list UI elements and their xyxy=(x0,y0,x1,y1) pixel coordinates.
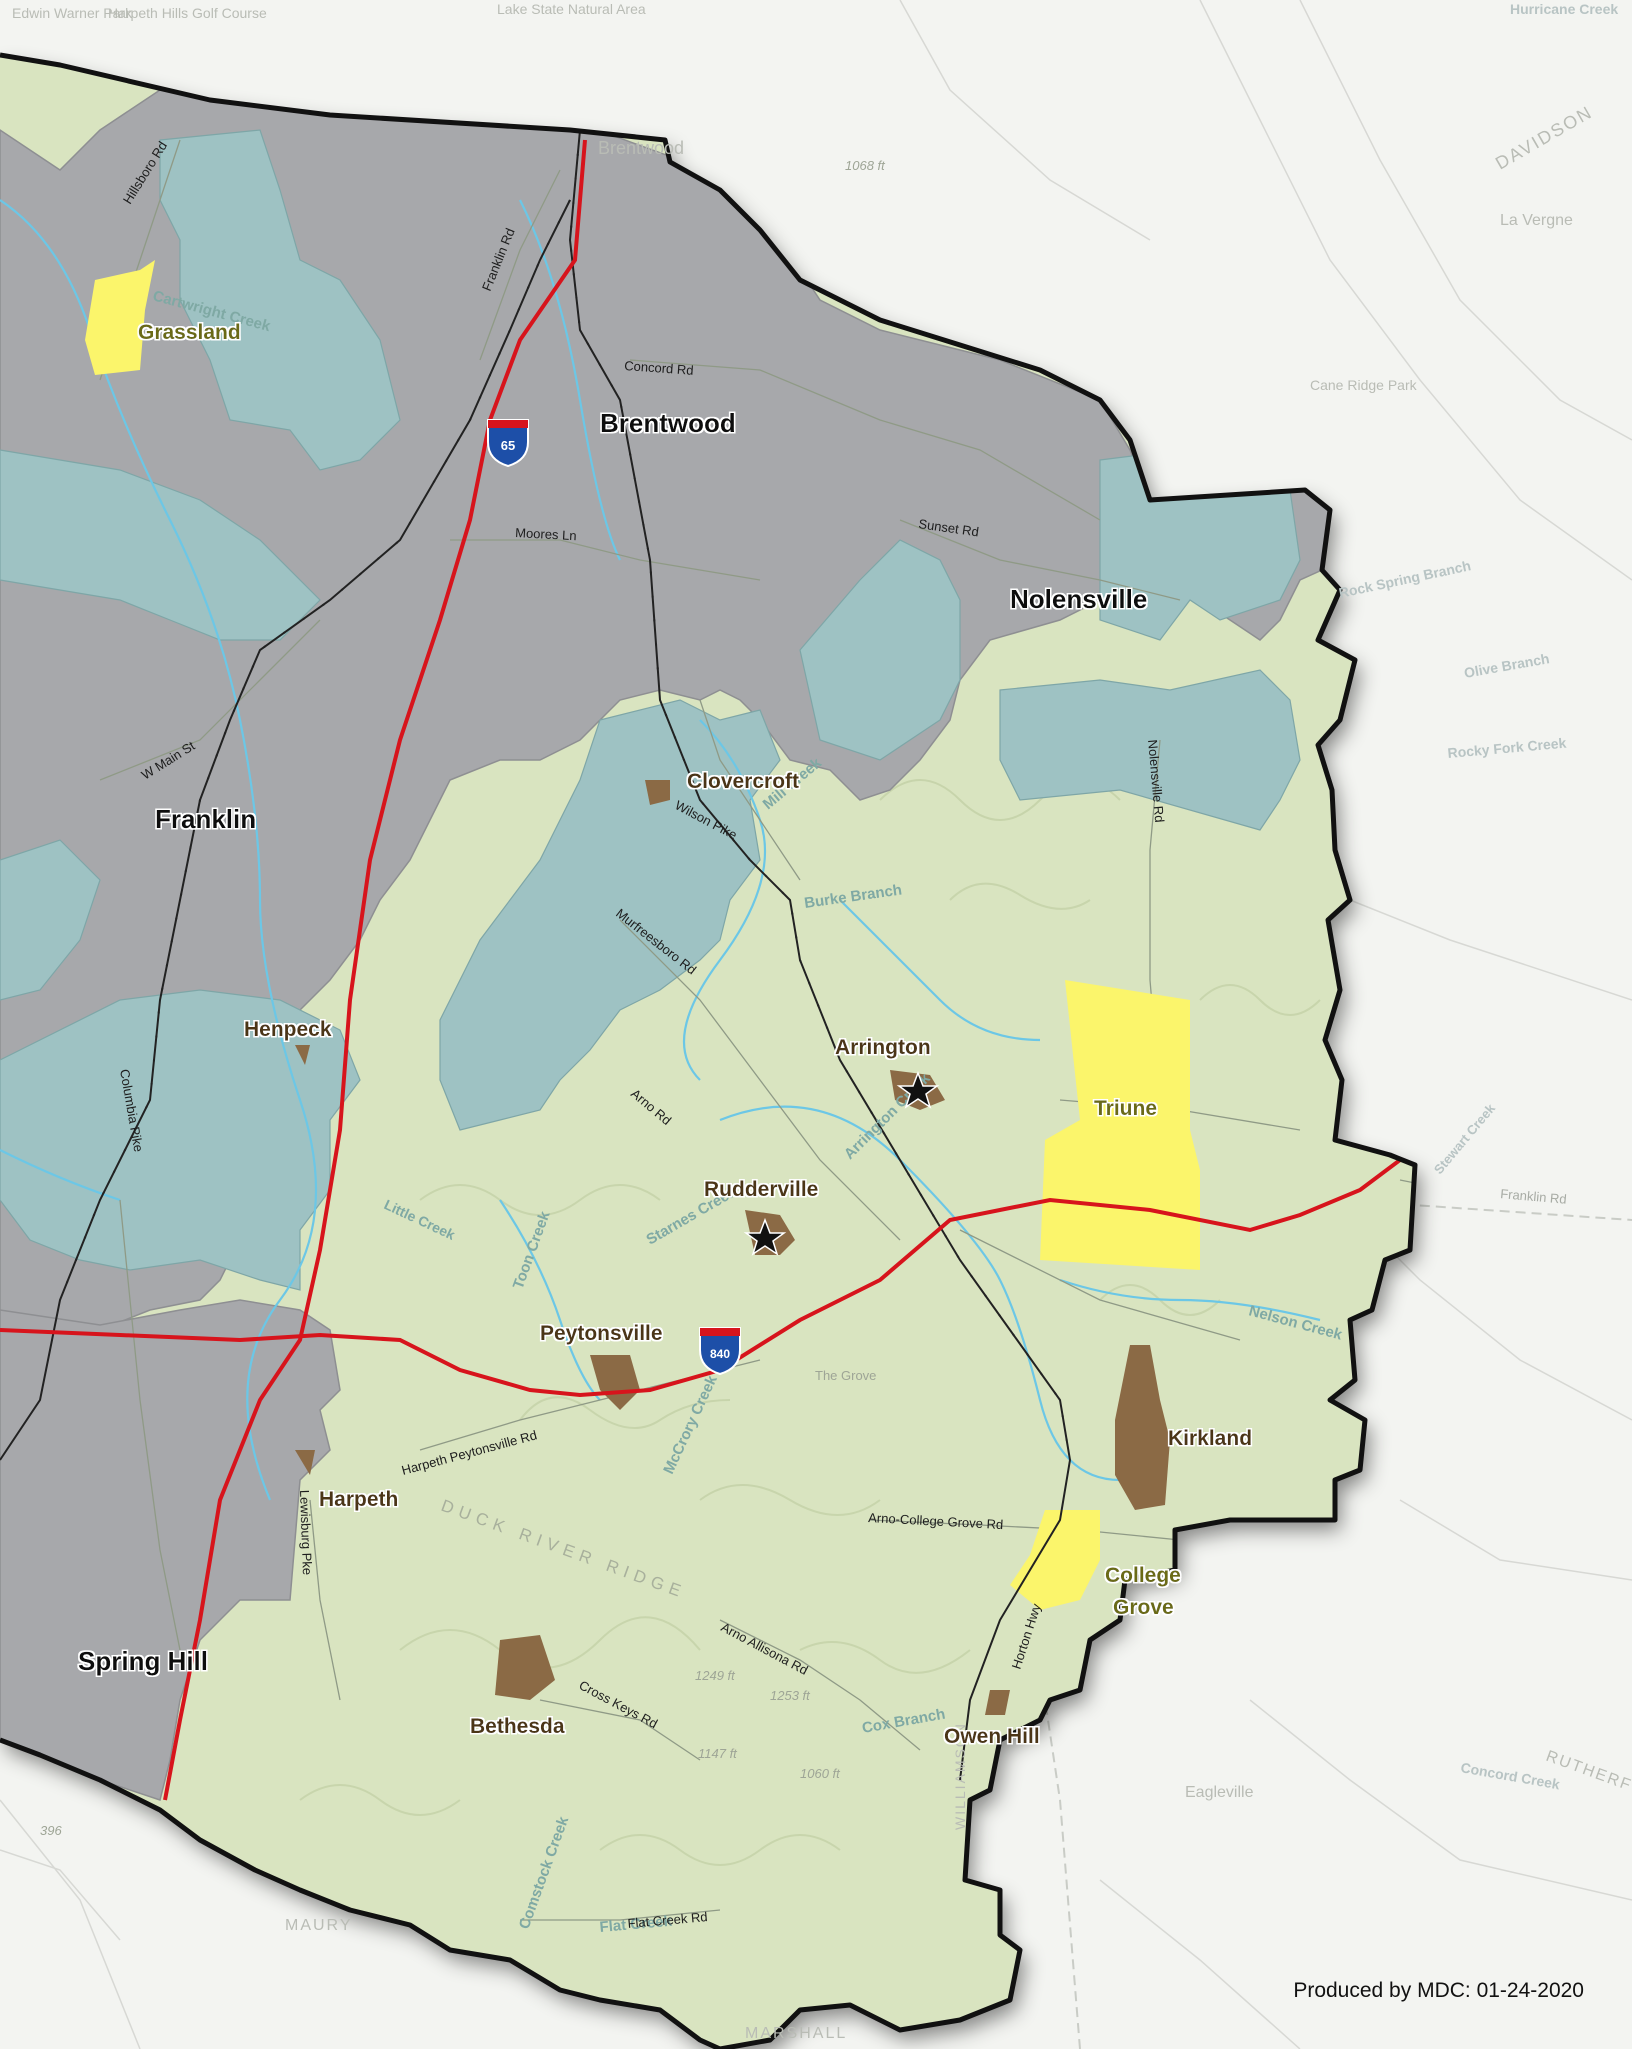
star-markers xyxy=(743,1070,940,1256)
place-label-grove: Grove xyxy=(1113,1596,1174,1619)
shield-i65: 65 xyxy=(487,419,529,468)
road-label: Moores Ln xyxy=(515,525,577,543)
hamlet-areas xyxy=(85,260,1200,1610)
center-henpeck xyxy=(295,1045,310,1065)
road-label: Lewisburg Pke xyxy=(297,1490,315,1576)
elevation-label: 1147 ft xyxy=(698,1746,738,1761)
elevation-label: 1068 ft xyxy=(845,158,886,173)
place-label-arrington: Arrington xyxy=(835,1036,931,1059)
bg-label-brentwood: Brentwood xyxy=(598,138,684,158)
road-label: Arno-College Grove Rd xyxy=(868,1510,1004,1532)
place-label-grassland: Grassland xyxy=(138,321,241,344)
place-label-peytonsville: Peytonsville xyxy=(540,1322,663,1345)
city-label-spring-hill: Spring Hill xyxy=(78,1646,208,1676)
city-area-south xyxy=(0,1299,341,1801)
center-bethesda xyxy=(495,1635,555,1700)
map-credit: Produced by MDC: 01-24-2020 xyxy=(1293,1979,1584,2002)
center-peytonsville xyxy=(590,1355,640,1410)
bg-label-eagleville: Eagleville xyxy=(1185,1784,1254,1801)
bg-label-la-vergne: La Vergne xyxy=(1500,212,1573,229)
bg-label-maury: MAURY xyxy=(285,1917,353,1934)
road-label: Franklin Rd xyxy=(1500,1186,1568,1207)
place-label-kirkland: Kirkland xyxy=(1168,1427,1252,1450)
place-label-rudderville: Rudderville xyxy=(704,1178,818,1201)
center-kirkland xyxy=(1115,1345,1170,1510)
bg-label-williamson: WILLIAMSON xyxy=(952,1722,968,1830)
city-label-franklin: Franklin xyxy=(155,804,256,834)
place-label-bethesda: Bethesda xyxy=(470,1715,565,1738)
bg-label-harpeth-hills: Harpeth Hills Golf Course xyxy=(108,5,267,21)
county-boundary xyxy=(0,52,1418,2049)
elevation-label: 396 xyxy=(40,1823,62,1838)
city-labels: Brentwood Nolensville Franklin Spring Hi… xyxy=(78,408,1147,1676)
shield-number: 65 xyxy=(501,438,515,453)
hamlet-grassland xyxy=(85,260,155,375)
hamlet-college-grove xyxy=(1010,1510,1100,1610)
bg-label-cane-ridge: Cane Ridge Park xyxy=(1310,377,1418,393)
growth-areas xyxy=(0,129,1301,1291)
center-clovercroft xyxy=(645,780,670,805)
place-labels: Grassland Clovercroft Henpeck Arrington … xyxy=(138,321,1252,1748)
star-icon xyxy=(743,1217,787,1256)
road-label: Nolensville Rd xyxy=(1145,739,1167,823)
elevation-label: 1060 ft xyxy=(800,1766,841,1781)
place-label-henpeck: Henpeck xyxy=(244,1018,332,1041)
stream-label: Flat Creek xyxy=(599,1913,673,1936)
bg-label-edwin-warner: Edwin Warner Park xyxy=(12,5,133,21)
center-harpeth xyxy=(295,1450,315,1475)
star-icon xyxy=(896,1070,940,1109)
shield-i840: 840 xyxy=(699,1327,741,1376)
place-label-harpeth: Harpeth xyxy=(319,1488,398,1511)
hamlet-triune xyxy=(1040,980,1200,1270)
place-label-triune: Triune xyxy=(1094,1097,1157,1120)
stream-label: Hurricane Creek xyxy=(1510,1,1618,17)
road-label: Concord Rd xyxy=(624,358,694,378)
elevation-label: 1249 ft xyxy=(695,1668,736,1683)
railroad-ticks xyxy=(59,129,1071,1461)
place-label-owen-hill: Owen Hill xyxy=(944,1725,1040,1748)
shield-number: 840 xyxy=(710,1347,730,1361)
place-label-college: College xyxy=(1105,1564,1181,1587)
bg-label-marshall: MARSHALL xyxy=(745,2025,847,2042)
elevation-labels: 1068 ft 1249 ft 1253 ft 1147 ft 1060 ft … xyxy=(40,158,886,1838)
road-label: Flat Creek Rd xyxy=(627,1909,708,1931)
city-label-nolensville: Nolensville xyxy=(1010,584,1147,614)
bg-label-lake-state: Lake State Natural Area xyxy=(497,1,646,17)
elevation-label: 1253 ft xyxy=(770,1688,811,1703)
center-owen-hill xyxy=(985,1690,1010,1715)
bg-label-the-grove: The Grove xyxy=(815,1368,876,1383)
city-label-brentwood: Brentwood xyxy=(600,408,736,438)
place-label-clovercroft: Clovercroft xyxy=(687,770,799,793)
